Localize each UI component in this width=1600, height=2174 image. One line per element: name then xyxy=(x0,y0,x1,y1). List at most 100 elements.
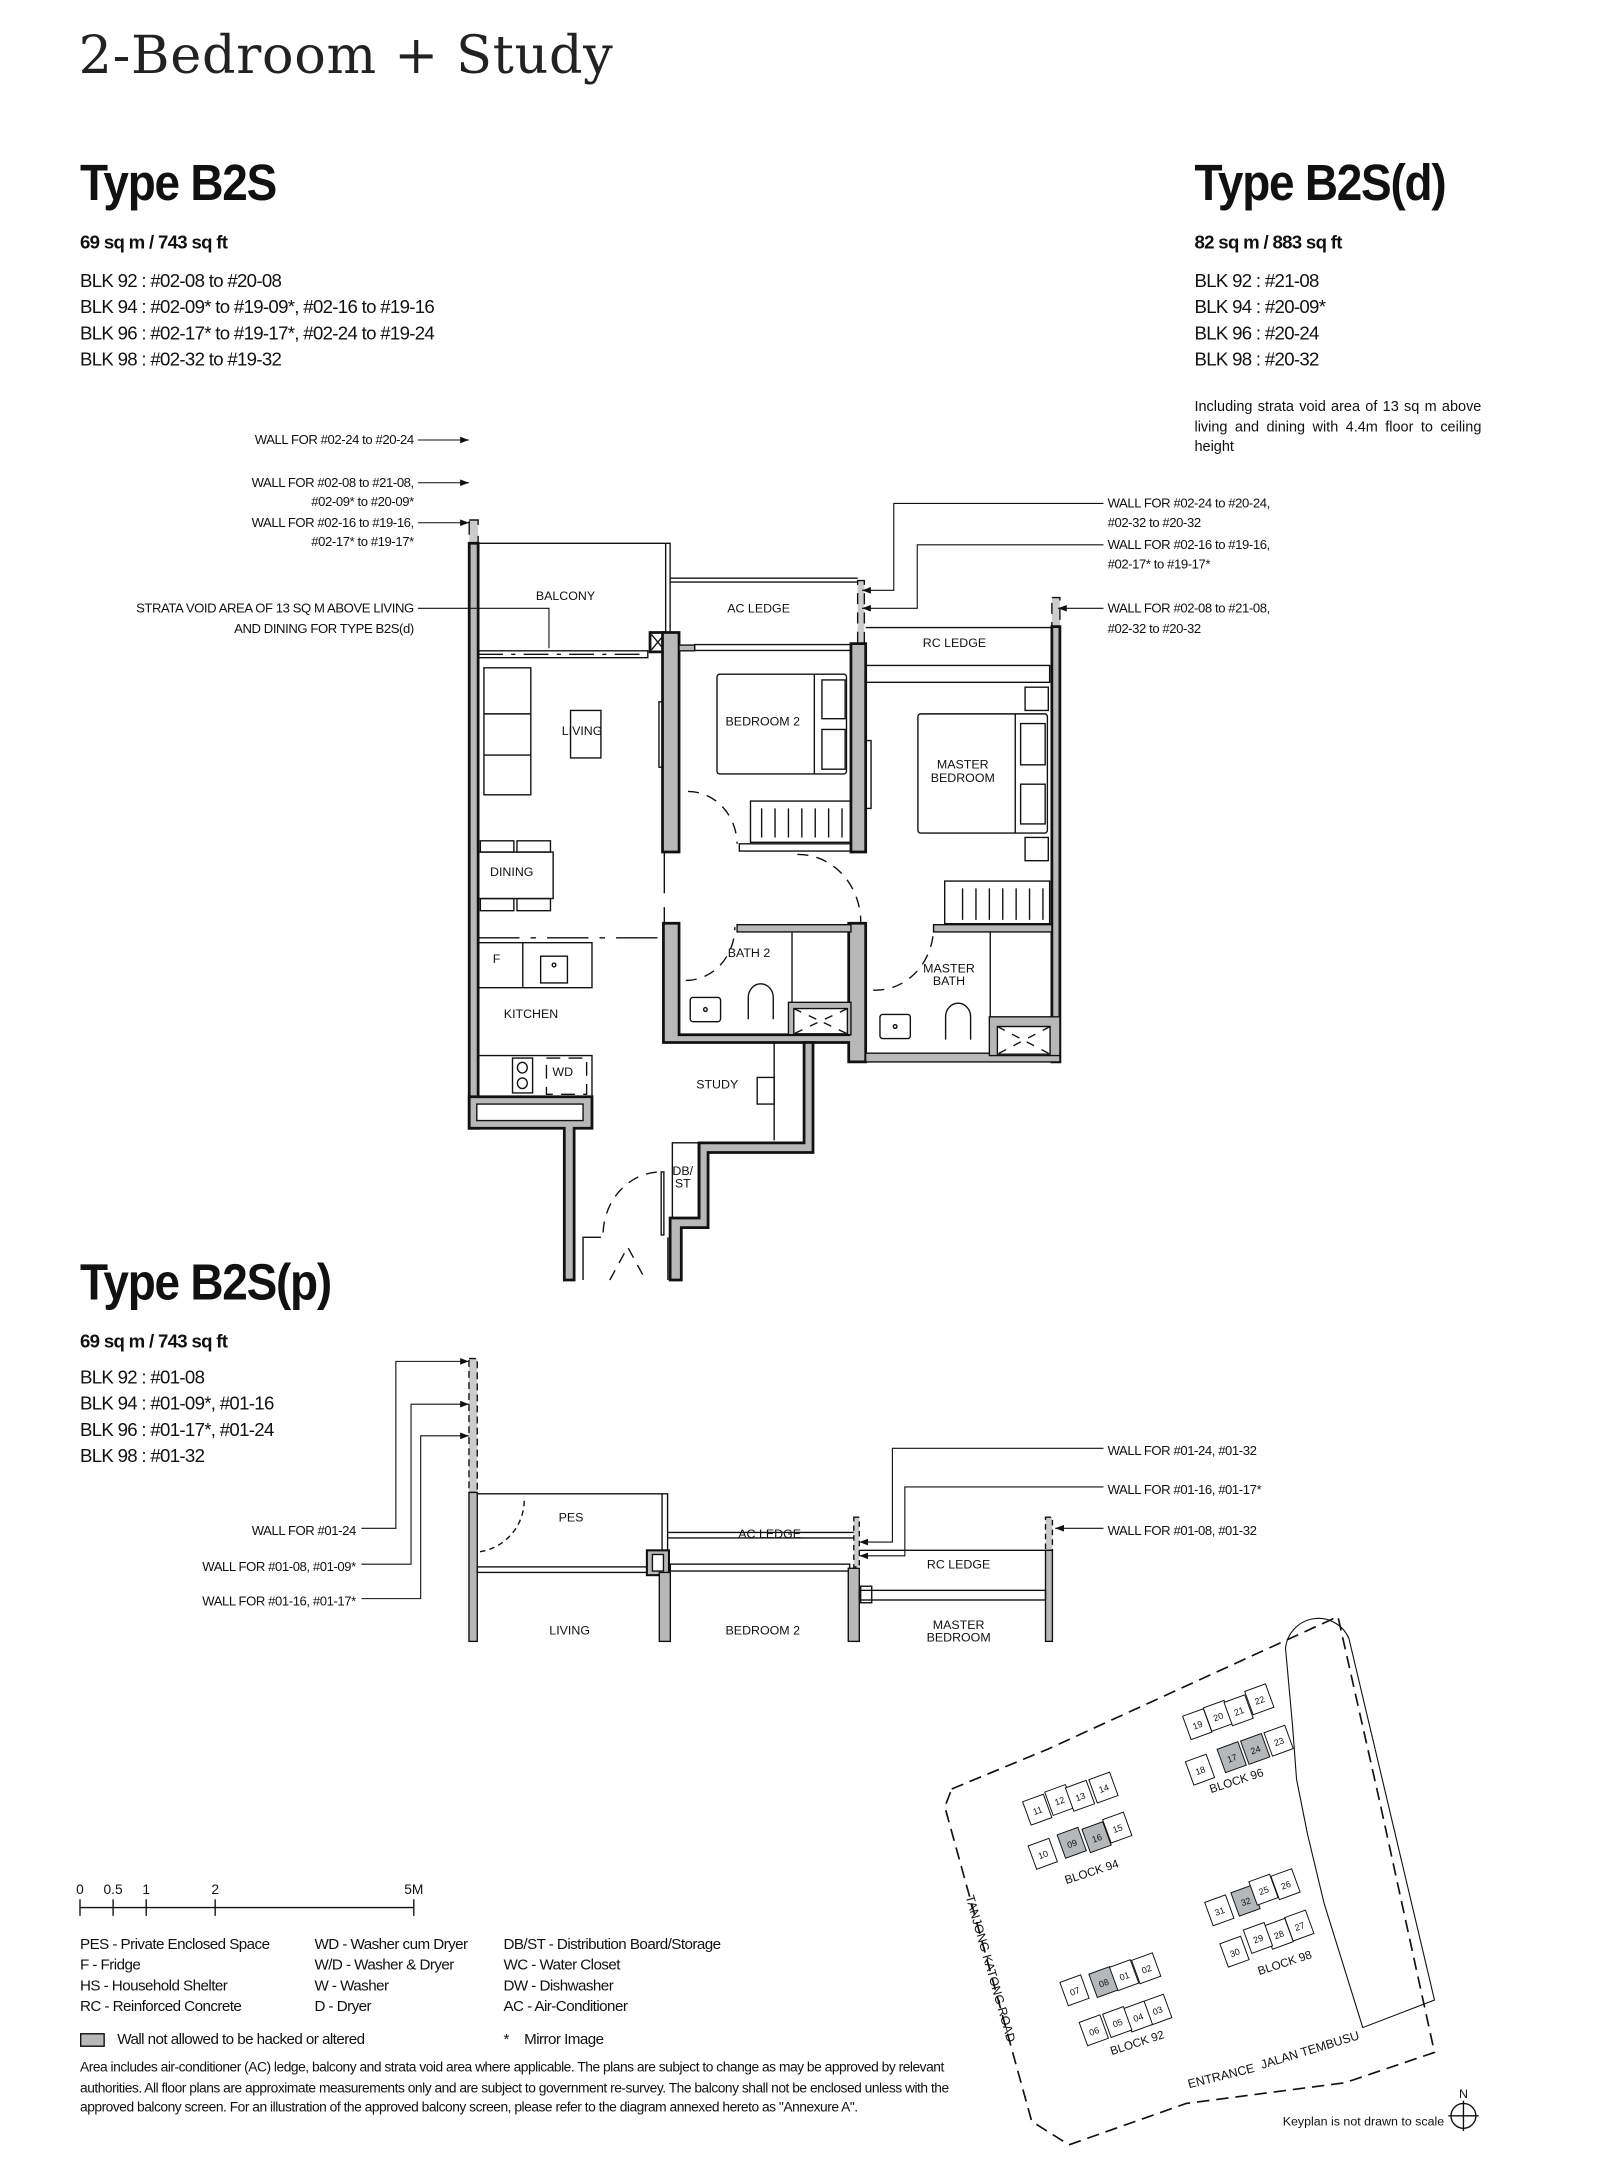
callout-left-2b: #02-09* to #20-09* xyxy=(311,494,414,509)
keyplan-unit-number: 30 xyxy=(1228,1946,1241,1959)
legend-item: DB/ST - Distribution Board/Storage xyxy=(503,1936,721,1954)
room-bath2: BATH 2 xyxy=(728,946,771,960)
pes-floor-plan xyxy=(468,1357,1054,1643)
block-line: BLK 96 : #01-17*, #01-24 xyxy=(79,1419,274,1440)
keyplan-unit: 26 xyxy=(1270,1868,1301,1901)
scale-bar xyxy=(79,1899,415,1916)
type-b2sd-blocks: BLK 92 : #21-08 BLK 94 : #20-09* BLK 96 … xyxy=(1194,268,1325,373)
bed2-bed xyxy=(717,674,846,774)
pes-callout-right-2: WALL FOR #01-16, #01-17* xyxy=(1108,1482,1262,1497)
keyplan-unit-number: 06 xyxy=(1088,2025,1101,2038)
keyplan-unit-shape xyxy=(1088,1771,1119,1804)
keyplan-unit-shape xyxy=(1239,1732,1271,1766)
callout-right-3a: WALL FOR #02-08 to #21-08, xyxy=(1108,600,1270,615)
keyplan-unit: 24 xyxy=(1239,1732,1271,1766)
block-line: BLK 92 : #01-08 xyxy=(79,1366,205,1388)
block-line: BLK 96 : #02-17* to #19-17*, #02-24 to #… xyxy=(79,322,435,344)
db-st-cabinet xyxy=(672,1143,698,1218)
keyplan-unit: 10 xyxy=(1027,1837,1058,1870)
keyplan-unit-number: 16 xyxy=(1091,1832,1104,1845)
wall-swatch-icon xyxy=(79,2033,105,2047)
room-rc-ledge: RC LEDGE xyxy=(927,1557,990,1571)
road-tanjong-katong: TANJONG KATONG ROAD xyxy=(963,1894,1018,2044)
block-line: BLK 98 : #02-32 to #19-32 xyxy=(79,348,282,370)
keyplan-unit-number: 14 xyxy=(1097,1782,1110,1795)
room-rc-ledge: RC LEDGE xyxy=(923,636,986,650)
coffee-table xyxy=(571,710,601,757)
keyplan-unit-number: 31 xyxy=(1213,1905,1226,1918)
keyplan-unit-number: 23 xyxy=(1273,1735,1286,1748)
room-living: LIVING xyxy=(562,724,603,738)
keyplan-unit-number: 09 xyxy=(1066,1837,1079,1850)
keyplan-unit-shape xyxy=(1242,1921,1274,1954)
callout-strata-a: STRATA VOID AREA OF 13 SQ M ABOVE LIVING xyxy=(136,600,414,615)
keyplan-unit-shape xyxy=(1223,1694,1254,1727)
type-b2sp-area: 69 sq m / 743 sq ft xyxy=(79,1331,228,1352)
keyplan-unit: 18 xyxy=(1184,1753,1216,1786)
entrance-label: ENTRANCE xyxy=(1186,2061,1256,2091)
keyplan-unit-shape xyxy=(1263,1724,1294,1757)
keyplan-unit-shape xyxy=(1244,1683,1275,1716)
pes-callout-left-1: WALL FOR #01-24 xyxy=(252,1523,356,1538)
keyplan-unit-shape xyxy=(1216,1741,1247,1774)
type-b2s-blocks: BLK 92 : #02-08 to #20-08 BLK 94 : #02-0… xyxy=(79,268,435,373)
room-master-bedroom-2: BEDROOM xyxy=(927,1630,991,1644)
strata-void-note: Including strata void area of 13 sq m ab… xyxy=(1194,398,1482,456)
keyplan-unit-number: 10 xyxy=(1037,1848,1050,1861)
block-line: BLK 96 : #20-24 xyxy=(1194,322,1319,344)
page-title: 2-Bedroom + Study xyxy=(78,24,614,86)
sofa xyxy=(484,668,531,795)
keyplan-unit-number: 03 xyxy=(1151,2004,1164,2017)
keyplan-unit-number: 13 xyxy=(1074,1791,1087,1804)
keyplan-unit-number: 17 xyxy=(1226,1752,1239,1765)
wall-note: Wall not allowed to be hacked or altered xyxy=(117,2031,365,2049)
main-plan-callouts xyxy=(417,436,1104,649)
type-b2sp-title: Type B2S(p) xyxy=(79,1253,332,1311)
keyplan-unit-number: 12 xyxy=(1053,1795,1066,1808)
callout-right-1b: #02-32 to #20-32 xyxy=(1108,515,1201,530)
keyplan-unit: 05 xyxy=(1102,2006,1133,2039)
scale-tick-label: 0 xyxy=(76,1882,84,1897)
room-dbst-1: DB/ xyxy=(672,1164,693,1178)
keyplan-block-label: BLOCK 98 xyxy=(1256,1948,1314,1978)
keyplan-unit-number: 15 xyxy=(1111,1822,1124,1835)
room-ac-ledge: AC LEDGE xyxy=(727,601,790,615)
keyplan-unit: 23 xyxy=(1263,1724,1294,1757)
type-b2s-title: Type B2S xyxy=(79,154,277,212)
legend-item: AC - Air-Conditioner xyxy=(503,1998,628,2016)
room-dbst-2: ST xyxy=(675,1177,691,1191)
keyplan-unit: 13 xyxy=(1064,1779,1096,1812)
keyplan-scale-note: Keyplan is not drawn to scale xyxy=(1283,2115,1444,2129)
room-pes: PES xyxy=(559,1510,584,1524)
keyplan-unit: 17 xyxy=(1216,1741,1247,1774)
road-jalan-tembusu: JALAN TEMBUSU xyxy=(1259,2028,1361,2071)
master-window xyxy=(866,665,1050,682)
block-line: BLK 94 : #02-09* to #19-09*, #02-16 to #… xyxy=(79,296,435,318)
washer-dryer xyxy=(546,1058,586,1094)
room-master-bath-2: BATH xyxy=(933,974,965,988)
keyplan-unit: 29 xyxy=(1242,1921,1274,1954)
keyplan-unit-shape xyxy=(1184,1753,1216,1786)
room-master-bedroom-2: BEDROOM xyxy=(931,771,995,785)
legend-item: D - Dryer xyxy=(314,1998,372,2016)
block-line: BLK 92 : #21-08 xyxy=(1194,270,1319,292)
room-balcony: BALCONY xyxy=(536,589,595,603)
keyplan-unit-shape xyxy=(1130,1952,1162,1985)
keyplan-unit-number: 24 xyxy=(1249,1744,1262,1757)
callout-left-1: WALL FOR #02-24 to #20-24 xyxy=(255,432,414,447)
callout-right-3b: #02-32 to #20-32 xyxy=(1108,621,1201,636)
keyplan-unit: 25 xyxy=(1248,1873,1279,1906)
keyplan-unit: 06 xyxy=(1078,2014,1110,2047)
keyplan-unit-number: 20 xyxy=(1212,1711,1225,1724)
callout-right-2a: WALL FOR #02-16 to #19-16, xyxy=(1108,537,1270,552)
pes-callouts xyxy=(361,1358,1104,1600)
keyplan-unit-shape xyxy=(1248,1873,1279,1906)
keyplan-unit-shape xyxy=(1219,1935,1250,1968)
wall-stub xyxy=(469,520,478,543)
disclaimer: Area includes air-conditioner (AC) ledge… xyxy=(79,2060,949,2116)
legend-item: W - Washer xyxy=(314,1977,389,1995)
keyplan-unit-number: 07 xyxy=(1068,1985,1081,1998)
room-fridge: F xyxy=(493,952,501,966)
room-bedroom2: BEDROOM 2 xyxy=(726,1623,801,1637)
